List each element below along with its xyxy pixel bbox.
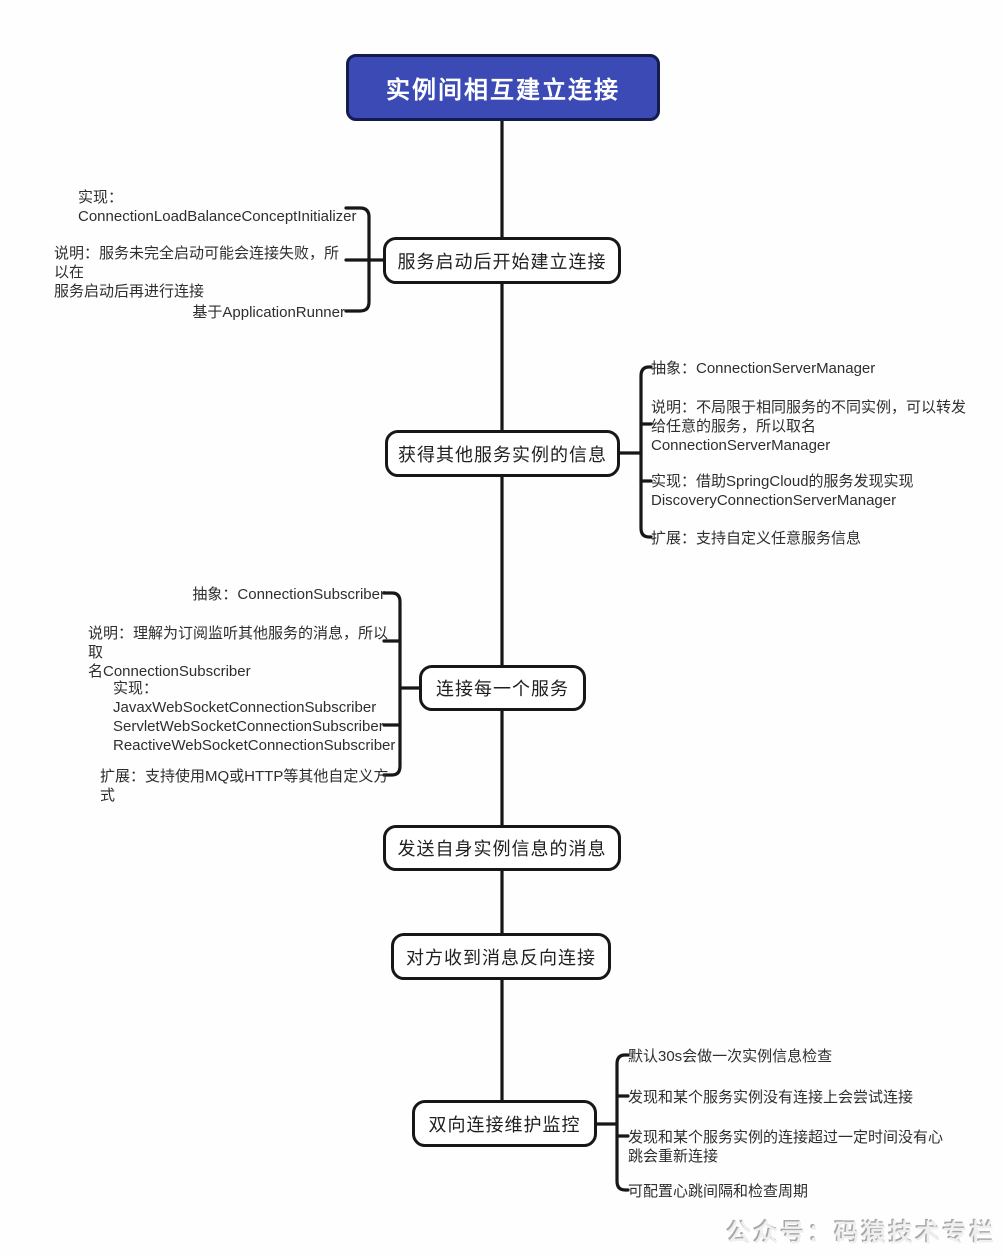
annotation-server-manager-abstract: 抽象：ConnectionServerManager (651, 360, 876, 377)
flow-node-startup: 服务启动后开始建立连接 (383, 237, 621, 284)
annotation-monitor-config: 可配置心跳间隔和检查周期 (628, 1183, 809, 1200)
annotation-subscriber-desc: 说明：理解为订阅监听其他服务的消息，所以取 名ConnectionSubscri… (88, 625, 389, 680)
annotation-server-manager-impl: 实现：借助SpringCloud的服务发现实现 DiscoveryConnect… (651, 473, 914, 509)
annotation-server-manager-extend: 扩展：支持自定义任意服务信息 (651, 530, 862, 547)
annotation-subscriber-abstract: 抽象：ConnectionSubscriber (192, 586, 385, 603)
flow-node-connect: 连接每一个服务 (419, 665, 586, 711)
annotation-monitor-check: 默认30s会做一次实例信息检查 (628, 1048, 833, 1065)
annotation-monitor-heartbeat: 发现和某个服务实例的连接超过一定时间没有心 跳会重新连接 (628, 1129, 944, 1165)
bracket-monitor (615, 1053, 630, 1192)
annotation-subscriber-impl: 实现： JavaxWebSocketConnectionSubscriber S… (113, 680, 396, 754)
flow-node-send: 发送自身实例信息的消息 (383, 825, 621, 871)
annotation-startup-base: 基于ApplicationRunner (192, 304, 345, 321)
bracket-subscriber (382, 591, 402, 777)
flow-node-monitor: 双向连接维护监控 (412, 1100, 597, 1147)
annotation-server-manager-desc: 说明：不局限于相同服务的不同实例，可以转发 给任意的服务，所以取名 Connec… (651, 399, 967, 454)
watermark-text: 公众号：码猿技术专栏 (727, 1220, 997, 1247)
flow-node-reverse: 对方收到消息反向连接 (391, 933, 611, 980)
annotation-subscriber-extend: 扩展：支持使用MQ或HTTP等其他自定义方式 (100, 768, 389, 804)
annotation-monitor-try: 发现和某个服务实例没有连接上会尝试连接 (628, 1089, 914, 1106)
flow-node-discover: 获得其他服务实例的信息 (385, 430, 620, 477)
annotation-startup-desc: 说明：服务未完全启动可能会连接失败，所以在 服务启动后再进行连接 (54, 245, 340, 300)
root-node-title: 实例间相互建立连接 (346, 54, 660, 121)
bracket-server-manager (639, 365, 653, 539)
annotation-startup-impl: 实现： ConnectionLoadBalanceConceptInitiali… (78, 189, 357, 225)
